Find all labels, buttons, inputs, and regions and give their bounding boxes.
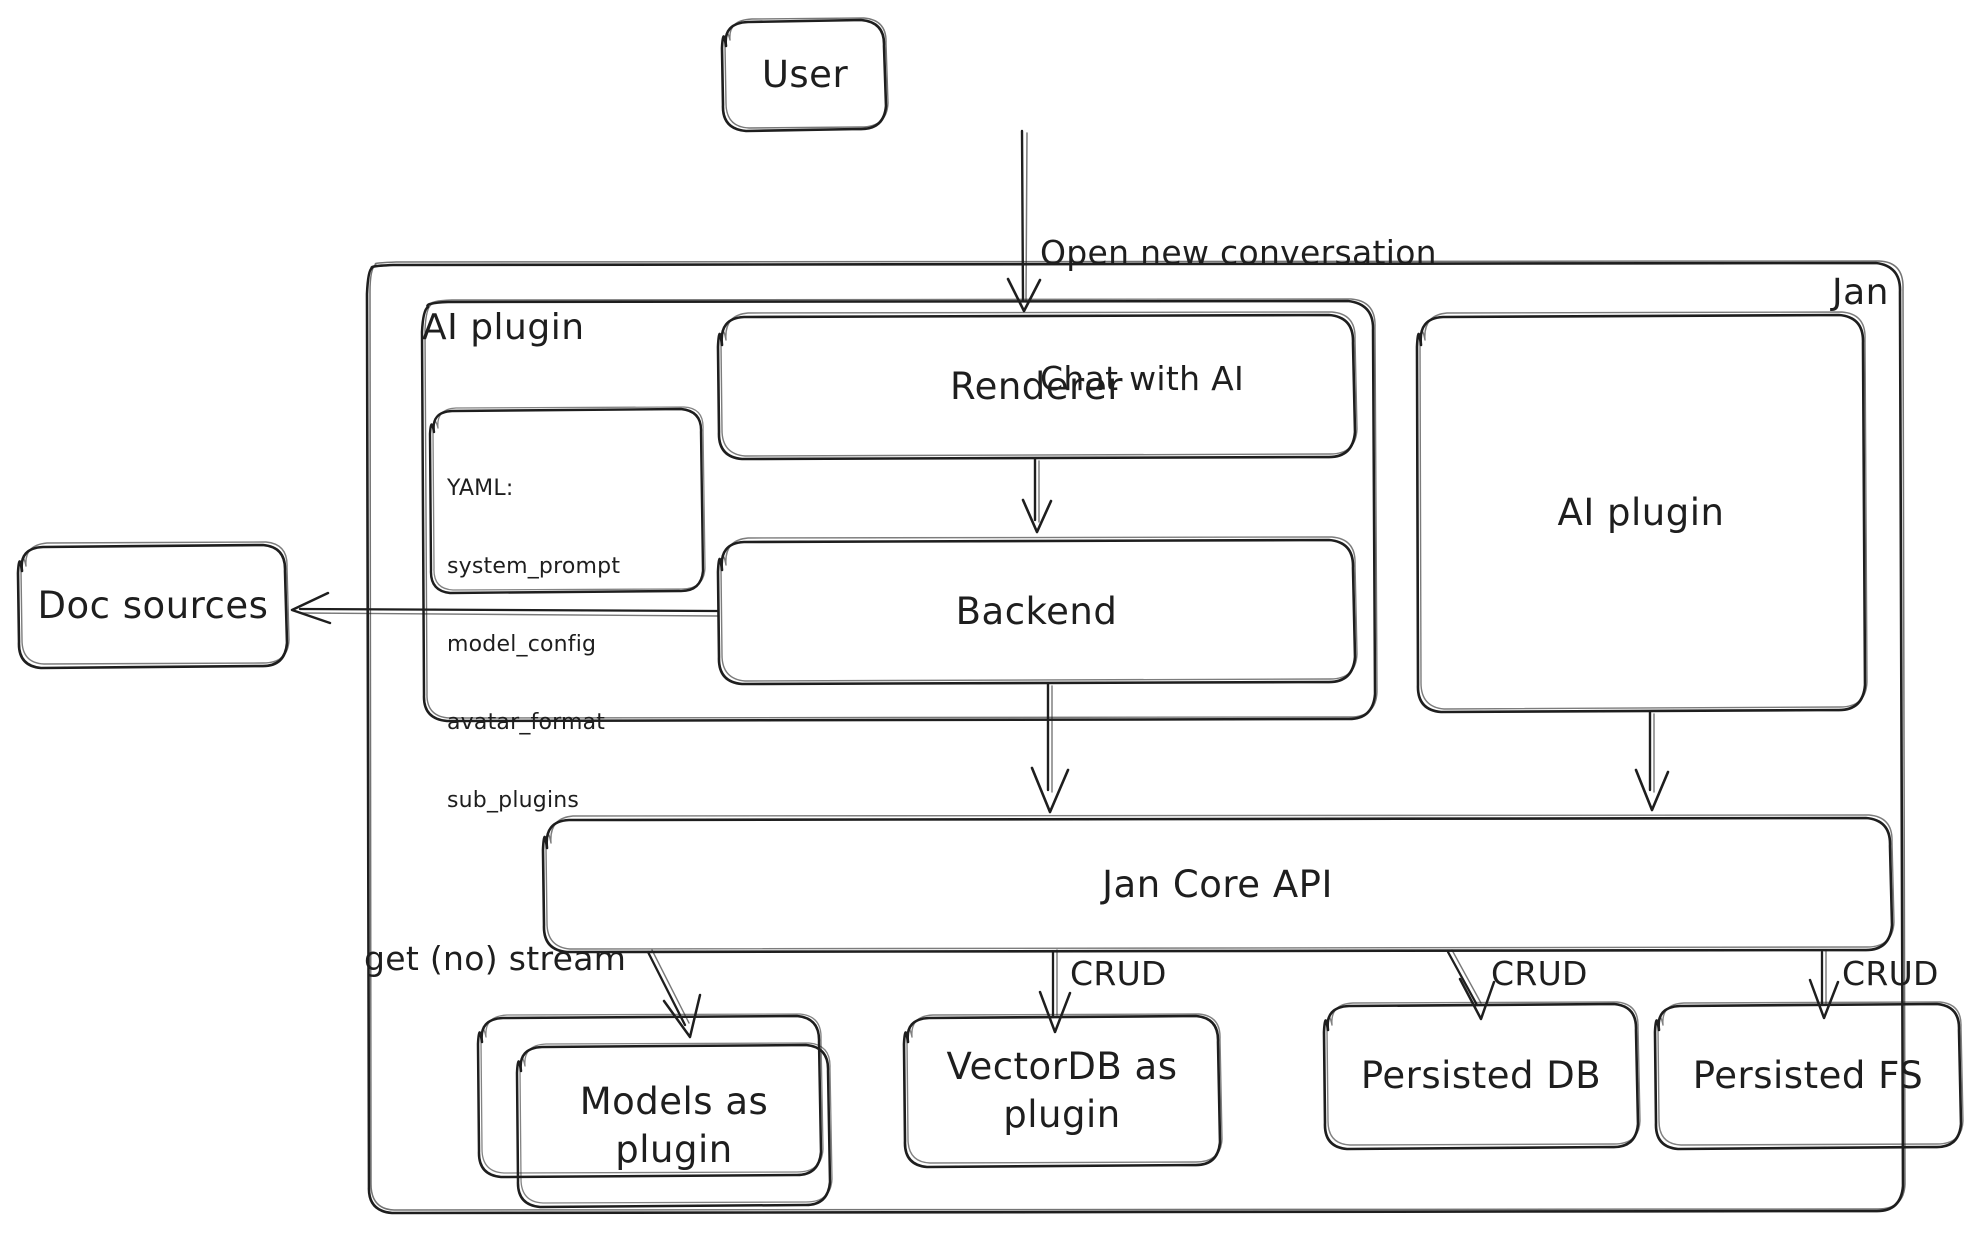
edge-user-to-renderer xyxy=(1006,129,1042,313)
edge-backend-to-core-api xyxy=(1030,682,1070,814)
node-user-outline[interactable] xyxy=(720,17,889,133)
node-doc-sources-outline[interactable] xyxy=(16,541,290,670)
edge-renderer-to-backend xyxy=(1021,457,1053,534)
node-backend-outline[interactable] xyxy=(716,536,1358,686)
edge-backend-to-doc-sources xyxy=(290,591,720,625)
node-jan-core-api-outline[interactable] xyxy=(541,814,1895,954)
node-ai-plugin-outline[interactable] xyxy=(1415,311,1868,714)
node-persisted-fs-outline[interactable] xyxy=(1653,1001,1964,1151)
edge-core-api-to-vectordb-plugin xyxy=(1038,949,1072,1034)
container-jan-outline xyxy=(365,260,1906,1215)
container-ai-plugin-group-outline xyxy=(420,298,1378,723)
edge-core-api-to-persisted-db xyxy=(1446,949,1496,1021)
yaml-config-box-outline xyxy=(428,406,706,595)
node-persisted-db-outline[interactable] xyxy=(1322,1001,1641,1151)
node-models-plugin-outline[interactable] xyxy=(515,1042,833,1209)
edge-core-api-to-persisted-fs xyxy=(1808,949,1840,1020)
node-vectordb-plugin-outline[interactable] xyxy=(902,1013,1223,1169)
edge-core-api-to-models-plugin xyxy=(646,949,702,1039)
node-models-plugin-back-outline xyxy=(476,1013,824,1179)
node-renderer-outline[interactable] xyxy=(716,311,1358,461)
edge-ai-plugin-to-core-api xyxy=(1634,710,1670,812)
